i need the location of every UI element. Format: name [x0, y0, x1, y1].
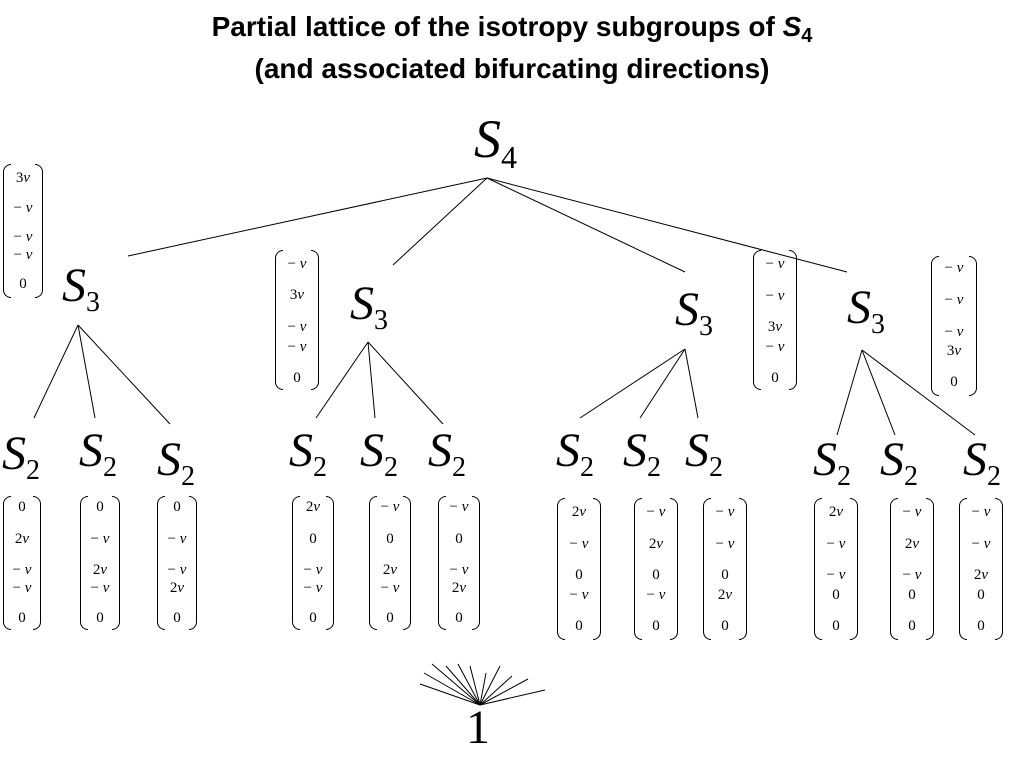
edge-s3-2-s2-3	[367, 341, 444, 425]
edge-s3-1-s2-2	[77, 324, 96, 419]
vector-s2-2-3: − v 0 − v 2v 0	[438, 496, 480, 630]
title-symbol-subscript: 4	[801, 25, 813, 47]
vector-s2-1-1: 0 2v − v − v 0	[3, 496, 41, 630]
vector-s2-3-3: − v − v 0 2v 0	[703, 498, 747, 640]
vector-s2-4-1: 2v − v − v 0 0	[814, 498, 858, 640]
vector-s3-1: 3v − v − v − v 0	[3, 164, 43, 298]
edge-root-s3-3	[486, 177, 686, 273]
edge-s3-1-s2-1	[33, 324, 79, 419]
node-trivial-group: 1	[466, 701, 490, 754]
node-s2-2-1: S2	[289, 424, 327, 483]
vector-s2-2-1: 2v 0 − v − v 0	[292, 496, 334, 630]
diagram-title: Partial lattice of the isotropy subgroup…	[0, 10, 1024, 53]
node-s2-2-2: S2	[360, 424, 398, 483]
vector-s2-4-2: − v 2v − v 0 0	[890, 498, 934, 640]
node-s2-1-3: S2	[157, 433, 195, 492]
node-s3-4: S3	[847, 281, 885, 340]
edge-s3-4-s2-1	[836, 349, 863, 436]
vector-s2-1-2: 0 − v 2v − v 0	[80, 496, 120, 630]
node-s2-3-2: S2	[623, 424, 661, 483]
bottom-fan	[419, 663, 546, 706]
vector-s2-3-1: 2v − v 0 − v 0	[557, 498, 601, 640]
vector-s3-4: − v − v − v 3v 0	[931, 256, 977, 396]
node-s3-1: S3	[62, 259, 100, 318]
node-s4: S4	[474, 109, 517, 176]
edge-s3-4-s2-3	[861, 349, 976, 436]
node-s2-2-3: S2	[428, 424, 466, 483]
node-s2-3-1: S2	[556, 424, 594, 483]
edge-s3-3-s2-3	[684, 348, 699, 419]
vector-s2-4-3: − v − v 2v 0 0	[959, 498, 1003, 640]
node-s2-1-2: S2	[79, 424, 117, 483]
vector-s2-3-2: − v 2v 0 − v 0	[634, 498, 678, 640]
edge-root-s3-1	[127, 177, 488, 257]
title-symbol: S	[782, 11, 802, 42]
node-s3-3: S3	[675, 283, 713, 342]
node-s3-2: S3	[350, 277, 388, 336]
node-s2-4-2: S2	[880, 433, 918, 492]
vector-s2-2-2: − v 0 2v − v 0	[369, 496, 411, 630]
edge-s3-4-s2-2	[861, 349, 896, 436]
vector-s2-1-3: 0 − v − v 2v 0	[157, 496, 197, 630]
edge-root-s3-2	[392, 177, 488, 266]
diagram-subtitle: (and associated bifurcating directions)	[254, 53, 770, 84]
edge-root-s3-4	[486, 177, 848, 273]
edge-s3-1-s2-3	[77, 324, 171, 425]
node-s2-4-1: S2	[813, 433, 851, 492]
vector-s3-3: − v − v 3v − v 0	[753, 250, 797, 390]
edge-s3-3-s2-2	[639, 348, 686, 419]
edge-s3-2-s2-2	[367, 341, 376, 419]
edge-s3-2-s2-1	[315, 341, 369, 419]
vector-s3-2: − v 3v − v − v 0	[275, 250, 319, 390]
node-s2-3-3: S2	[685, 424, 723, 483]
edge-s3-3-s2-1	[579, 348, 686, 419]
node-s2-1-1: S2	[2, 427, 40, 486]
title-line1-text: Partial lattice of the isotropy subgroup…	[211, 11, 783, 42]
node-s2-4-3: S2	[963, 433, 1001, 492]
